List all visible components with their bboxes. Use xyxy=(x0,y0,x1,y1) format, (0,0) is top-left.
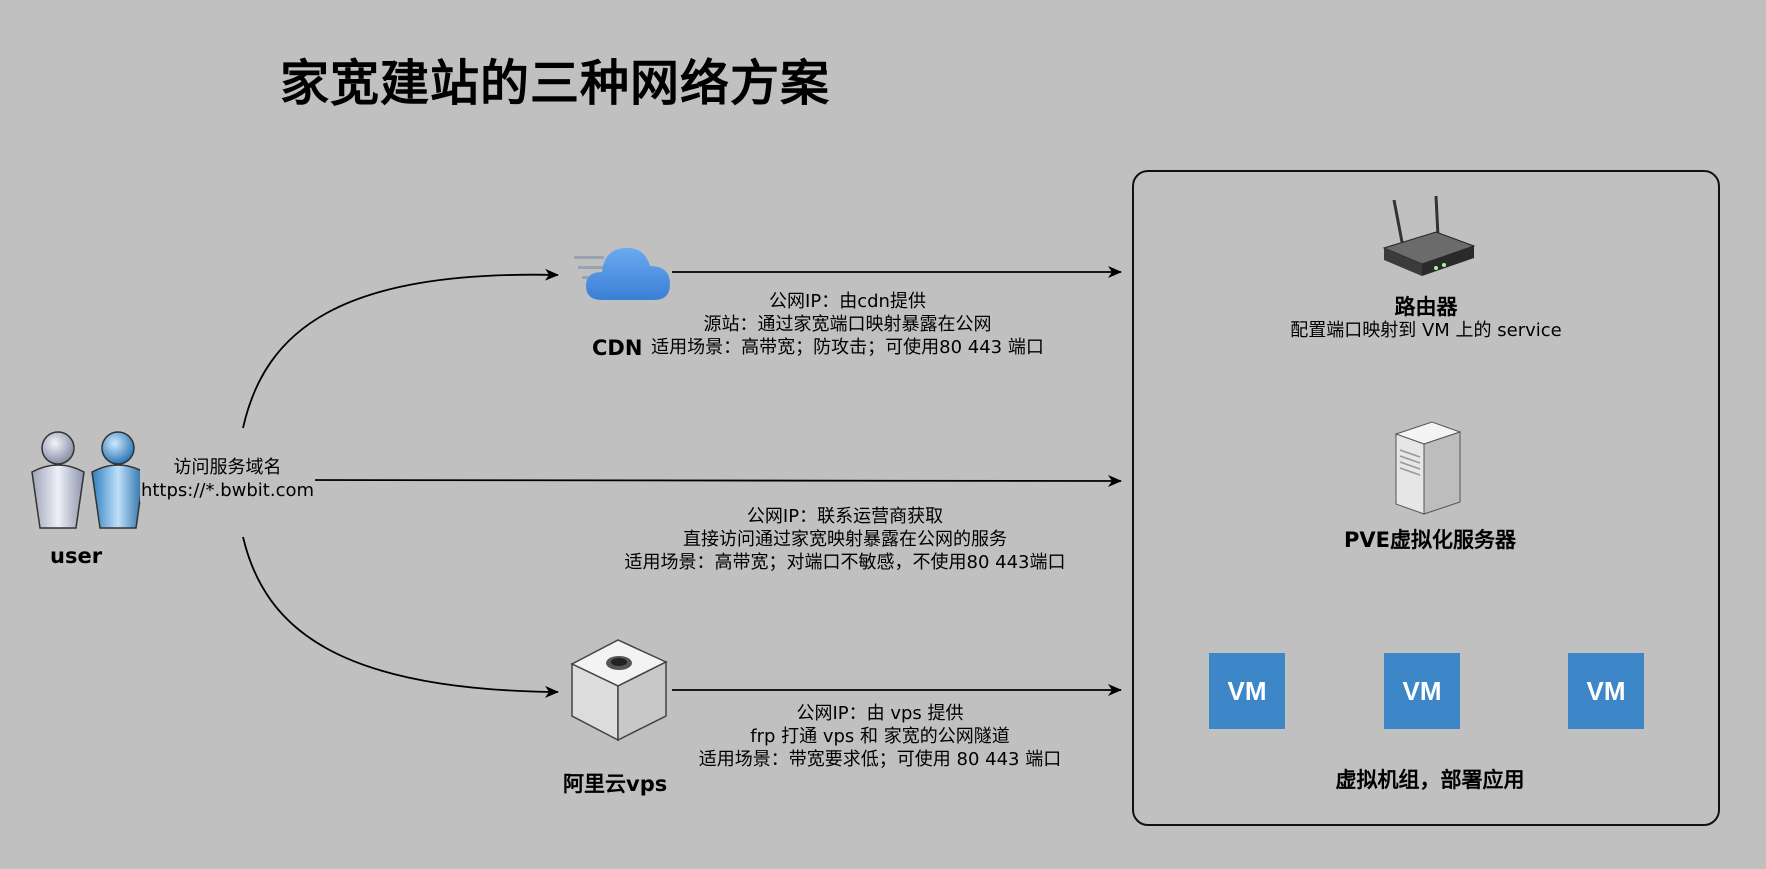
direct-desc-line3: 适用场景：高带宽；对端口不敏感，不使用80 443端口 xyxy=(624,552,1066,573)
cdn-desc-line1: 公网IP：由cdn提供 xyxy=(769,291,926,312)
cdn-desc-line3: 适用场景：高带宽；防攻击；可使用80 443 端口 xyxy=(651,337,1044,358)
direct-desc-line2: 直接访问通过家宽映射暴露在公网的服务 xyxy=(683,529,1007,550)
user-label: user xyxy=(50,544,103,568)
router-label: 路由器 xyxy=(1394,295,1458,319)
user-to-router-arrow xyxy=(299,474,1122,487)
direct-desc-line1: 公网IP：联系运营商获取 xyxy=(746,506,944,527)
cloud-icon xyxy=(574,247,670,300)
cdn-description: 公网IP：由cdn提供 源站：通过家宽端口映射暴露在公网 适用场景：高带宽；防攻… xyxy=(600,290,1095,359)
cdn-label: CDN xyxy=(592,336,643,360)
server-icon xyxy=(1394,421,1462,515)
access-domain-line2: https://*.bwbit.com xyxy=(140,480,315,501)
user-to-vps-arrow xyxy=(242,536,559,698)
router-icon xyxy=(1382,196,1476,276)
pve-label: PVE虚拟化服务器 xyxy=(1344,528,1516,552)
direct-description: 公网IP：联系运营商获取 直接访问通过家宽映射暴露在公网的服务 适用场景：高带宽… xyxy=(590,505,1100,574)
vm-3: VM xyxy=(1568,653,1644,729)
user-to-cdn-arrow xyxy=(242,268,559,429)
router-description: 配置端口映射到 VM 上的 service xyxy=(1290,320,1562,341)
access-domain-line1: 访问服务域名 xyxy=(173,457,282,478)
vm-2: VM xyxy=(1384,653,1460,729)
vm-1: VM xyxy=(1209,653,1285,729)
vps-box-icon xyxy=(570,639,668,742)
vps-label: 阿里云vps xyxy=(563,772,668,796)
page-title: 家宽建站的三种网络方案 xyxy=(279,55,830,112)
access-domain-text: 访问服务域名 https://*.bwbit.com xyxy=(140,456,315,502)
vps-desc-line2: frp 打通 vps 和 家宽的公网隧道 xyxy=(750,726,1010,747)
vps-description: 公网IP：由 vps 提供 frp 打通 vps 和 家宽的公网隧道 适用场景：… xyxy=(665,702,1095,771)
vm-group-label: 虚拟机组，部署应用 xyxy=(1335,768,1525,792)
home-network-group xyxy=(1132,170,1720,826)
user-icon-left xyxy=(31,431,85,529)
vps-desc-line3: 适用场景：带宽要求低；可使用 80 443 端口 xyxy=(698,749,1062,770)
cdn-desc-line2: 源站：通过家宽端口映射暴露在公网 xyxy=(703,314,992,335)
user-icon-right xyxy=(91,431,145,529)
vps-desc-line1: 公网IP：由 vps 提供 xyxy=(796,703,964,724)
